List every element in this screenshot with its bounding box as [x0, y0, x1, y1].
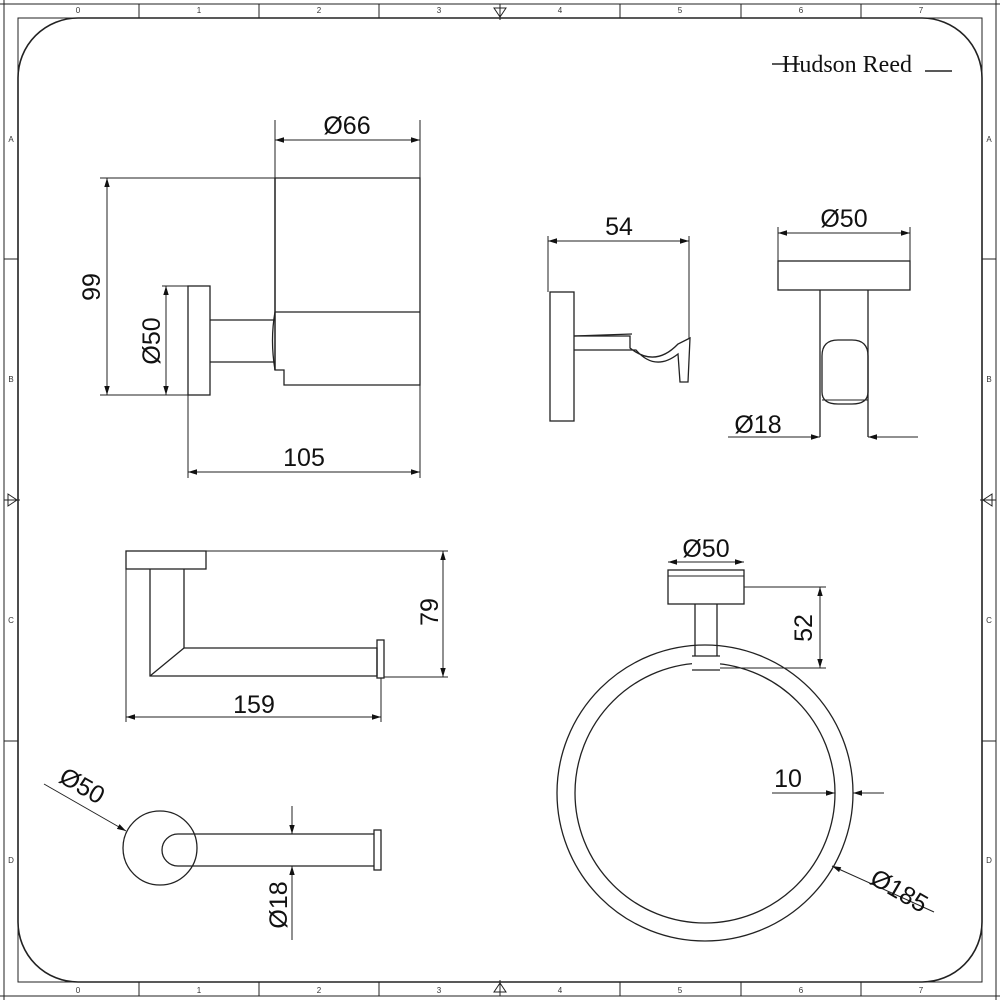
col-label: 5	[678, 6, 683, 15]
col-label: 6	[799, 986, 804, 995]
hook-cap	[777, 260, 911, 291]
center-mark-left	[4, 493, 20, 507]
tumbler-holder-drawing: Ø66 99 Ø50 105	[78, 112, 421, 478]
dim-height: 99	[78, 273, 106, 301]
row-label: D	[986, 856, 992, 865]
row-label: B	[8, 375, 13, 384]
col-label: 2	[317, 6, 322, 15]
col-label: 1	[197, 986, 202, 995]
row-label: A	[8, 135, 14, 144]
col-label: 3	[437, 986, 442, 995]
dim-ring-drop: 52	[790, 614, 818, 642]
col-label: 4	[558, 6, 563, 15]
brand-logo: Hudson Reed	[772, 52, 952, 78]
toilet-roll-holder-side-drawing: 79 159	[125, 550, 448, 722]
row-label: B	[986, 375, 991, 384]
col-label: 2	[317, 986, 322, 995]
base-rosette	[122, 810, 198, 886]
toilet-roll-holder-top-drawing: Ø50 Ø18	[43, 762, 382, 940]
dim-ring-diameter: Ø185	[866, 864, 933, 919]
dim-holder-width: 159	[233, 691, 275, 719]
col-label: 5	[678, 986, 683, 995]
ring-cap	[667, 569, 745, 605]
dim-bar-diameter: Ø18	[265, 881, 293, 928]
robe-hook-side-drawing: 54	[547, 213, 691, 422]
col-label: 7	[919, 6, 924, 15]
dim-ring-thickness: 10	[774, 765, 802, 793]
tumbler-cup	[274, 177, 421, 386]
center-mark-bottom	[493, 980, 507, 996]
center-mark-top	[493, 4, 507, 20]
dim-rosette-diameter: Ø50	[55, 762, 110, 810]
col-label: 6	[799, 6, 804, 15]
col-label: 7	[919, 986, 924, 995]
dim-hook-projection: 54	[605, 213, 633, 241]
center-mark-right	[980, 493, 996, 507]
col-label: 0	[76, 986, 81, 995]
dim-front-base-diameter: Ø50	[820, 205, 867, 233]
dim-base-diameter: Ø50	[138, 317, 166, 364]
wall-plate	[187, 285, 211, 396]
row-label: D	[8, 856, 14, 865]
col-label: 3	[437, 6, 442, 15]
brand-name: Hudson Reed	[782, 52, 912, 78]
dim-holder-height: 79	[416, 598, 444, 626]
towel-ring-drawing: Ø50 52 10 Ø185	[556, 535, 935, 942]
dim-ring-cap-diameter: Ø50	[682, 535, 729, 563]
row-label: C	[8, 616, 14, 625]
col-label: 4	[558, 986, 563, 995]
dim-projection: 105	[283, 444, 325, 472]
row-label: A	[986, 135, 992, 144]
dim-hook-diameter: Ø18	[734, 411, 781, 439]
col-label: 1	[197, 6, 202, 15]
row-label: C	[986, 616, 992, 625]
col-label: 0	[76, 6, 81, 15]
wall-plate	[549, 291, 575, 422]
robe-hook-front-drawing: Ø50 Ø18	[728, 205, 918, 440]
wall-plate	[125, 550, 207, 570]
dim-cup-diameter: Ø66	[323, 112, 370, 140]
